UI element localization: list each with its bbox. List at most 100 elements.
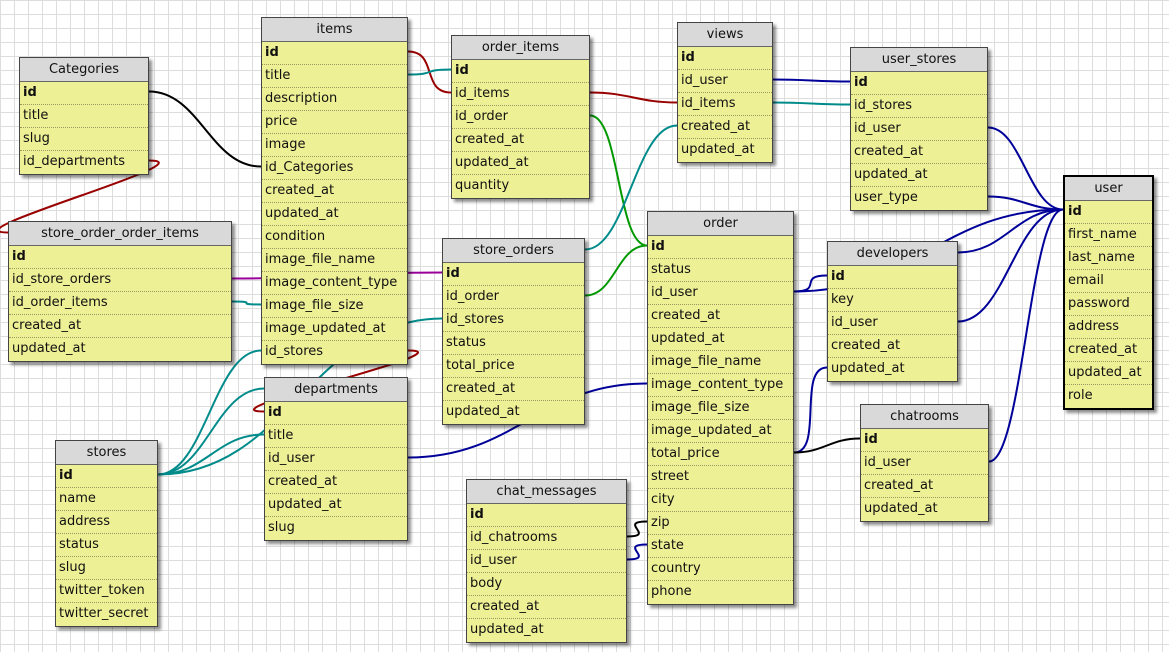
table-field: created_at	[648, 305, 793, 328]
table-field: updated_at	[851, 164, 987, 187]
relationship-line	[157, 387, 265, 476]
relationship-line	[793, 274, 828, 293]
table-field: image	[262, 134, 407, 157]
table-field: id_user	[467, 550, 626, 573]
table-field: id_stores	[851, 95, 987, 118]
table-field: last_name	[1065, 247, 1152, 270]
table-field: image_updated_at	[648, 420, 793, 443]
primary-key-field: id	[861, 429, 988, 452]
relationship-line	[584, 124, 678, 251]
table-field: key	[828, 289, 957, 312]
table-field: created_at	[443, 378, 584, 401]
table-field: created_at	[452, 129, 589, 152]
table-field: id_order	[452, 106, 589, 129]
table-field: phone	[651, 584, 692, 599]
table-field: total_price	[443, 355, 584, 378]
table-field: updated_at	[1065, 362, 1152, 385]
table-field: slug	[268, 520, 295, 535]
relationship-line	[793, 437, 861, 454]
table-field: country	[648, 558, 793, 581]
table-field: updated_at	[452, 152, 589, 175]
table-field: id_Categories	[262, 157, 407, 180]
table-field: id_items	[678, 93, 772, 116]
table-title: store_orders	[443, 239, 584, 263]
table-field: created_at	[678, 116, 772, 139]
relationship-line	[957, 208, 1064, 254]
table-field: street	[648, 466, 793, 489]
primary-key-field: id	[1065, 201, 1152, 224]
table-field: image_content_type	[648, 374, 793, 397]
table-field: city	[648, 489, 793, 512]
relationship-line	[987, 126, 1064, 211]
table-field: state	[648, 535, 793, 558]
primary-key-field: id	[20, 82, 148, 105]
relationship-line	[584, 244, 648, 297]
table-field: title	[20, 105, 148, 128]
table-title: user_stores	[851, 48, 987, 72]
table-field: slug	[20, 128, 148, 151]
table-field: id_order_items	[9, 292, 231, 315]
table-field: image_file_size	[262, 295, 407, 318]
table-field: created_at	[467, 596, 626, 619]
table-field: title	[262, 65, 407, 88]
table-field: created_at	[265, 471, 407, 494]
relationship-line	[626, 520, 648, 538]
relationship-line	[988, 208, 1064, 463]
primary-key-field: id	[265, 402, 407, 425]
table-field: zip	[648, 512, 793, 535]
table-field: id_user	[648, 282, 793, 305]
table-field: slug	[56, 557, 157, 580]
relationship-line	[626, 543, 648, 561]
primary-key-field: id	[851, 72, 987, 95]
table-field: id_user	[678, 70, 772, 93]
relationship-line	[772, 101, 851, 106]
table-field: title	[265, 425, 407, 448]
table-field: id_user	[265, 448, 407, 471]
primary-key-field: id	[9, 246, 231, 269]
table-title: stores	[56, 441, 157, 465]
table-field: image_content_type	[262, 272, 407, 295]
primary-key-field: id	[467, 504, 626, 527]
table-field: created_at	[1065, 339, 1152, 362]
primary-key-field: id	[828, 266, 957, 289]
table-title: Categories	[20, 58, 148, 82]
relationship-line	[987, 195, 1064, 211]
table-field: twitter_secret	[59, 606, 149, 621]
table-field: price	[262, 111, 407, 134]
table-field: image_updated_at	[262, 318, 407, 341]
table-field: updated_at	[262, 203, 407, 226]
table-field: id_departments	[23, 154, 126, 169]
table-field: first_name	[1065, 224, 1152, 247]
table-field: updated_at	[446, 404, 520, 419]
relationship-line	[589, 114, 648, 247]
table-field: id_items	[452, 83, 589, 106]
table-field: twitter_token	[56, 580, 157, 603]
table-field: email	[1065, 270, 1152, 293]
relationship-line	[157, 349, 262, 476]
relationship-line	[0, 159, 160, 234]
primary-key-field: id	[678, 47, 772, 70]
table-field: id_stores	[265, 344, 324, 359]
relationship-line	[793, 366, 828, 454]
table-field: user_type	[854, 190, 918, 205]
table-title: order	[648, 212, 793, 236]
table-field: updated_at	[681, 142, 755, 157]
table-field: updated_at	[265, 494, 407, 517]
table-field: status	[443, 332, 584, 355]
table-field: id_stores	[443, 309, 584, 332]
relationship-line	[589, 91, 678, 104]
